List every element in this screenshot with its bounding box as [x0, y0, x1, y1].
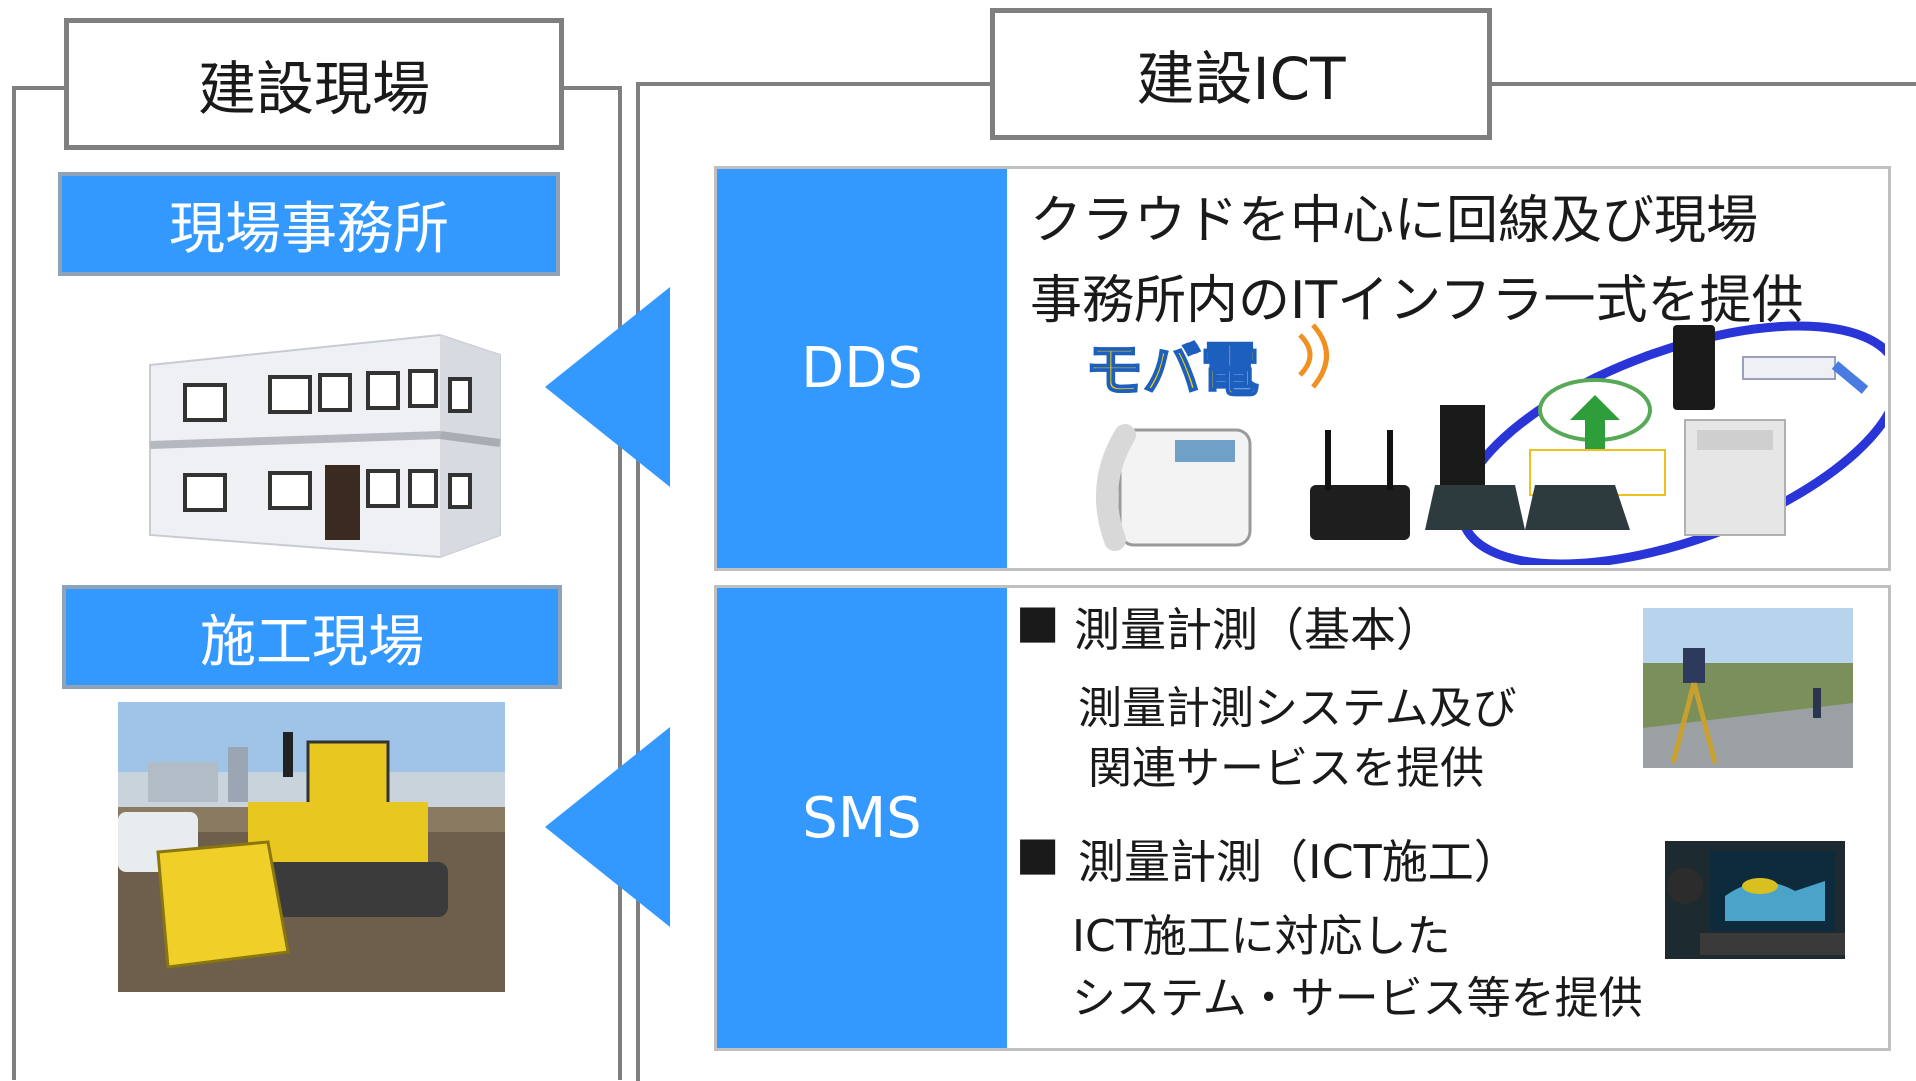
sms-item1-marker: ■ [1016, 594, 1060, 648]
sms-item1-line2: 関連サービスを提供 [1088, 743, 1484, 794]
office-label: 現場事務所 [58, 172, 560, 276]
sms-item2-line2: システム・サービス等を提供 [1072, 973, 1643, 1024]
dds-description-line2: 事務所内のITインフラ一式を提供 [1030, 271, 1804, 331]
printer-icon [1684, 419, 1786, 536]
nas-icon [1673, 325, 1715, 410]
mobaden-logo: モバ電 [1085, 336, 1259, 404]
sms-item2-line1: ICT施工に対応した [1072, 911, 1451, 962]
server-icon [1440, 405, 1485, 490]
sms-item2-marker: ■ [1016, 826, 1060, 880]
arrow-to-site [545, 727, 670, 927]
office-building-image [149, 333, 501, 559]
dds-infrastructure-image: モバ電 [1084, 321, 1885, 565]
laptop-icon-1 [1425, 485, 1525, 530]
sms-item2-title: 測量計測（ICT施工） [1078, 835, 1520, 889]
bulldozer-image [118, 702, 505, 992]
sms-item1-title: 測量計測（基本） [1074, 603, 1442, 657]
laptop-icon-2 [1525, 485, 1630, 530]
ict-laptop-image [1665, 841, 1845, 959]
cloud-icon [1538, 378, 1652, 455]
right-title: 建設ICT [990, 8, 1492, 140]
dds-tab: DDS [717, 169, 1007, 568]
router-icon [1310, 430, 1410, 540]
phone-icon [1096, 424, 1252, 551]
cable-icon [1831, 361, 1869, 394]
dds-description-line1: クラウドを中心に回線及び現場 [1030, 191, 1759, 251]
sms-tab: SMS [717, 588, 1007, 1048]
site-label: 施工現場 [62, 585, 562, 689]
network-switch-icon [1742, 356, 1836, 380]
sms-item1-line1: 測量計測システム及び [1078, 683, 1517, 734]
left-title: 建設現場 [64, 18, 564, 150]
arrow-to-office [545, 287, 670, 487]
surveying-image [1643, 608, 1853, 768]
